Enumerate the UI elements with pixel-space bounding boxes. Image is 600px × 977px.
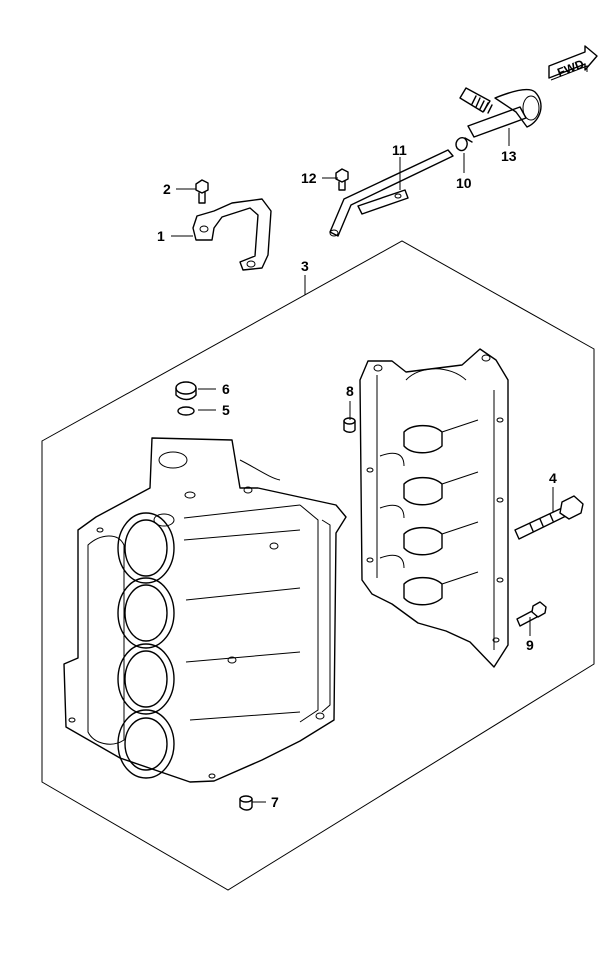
callout-4: 4 [549,470,557,486]
fwd-label: FWD [555,57,586,80]
callout-labels: 1 2 3 4 5 6 7 8 9 10 11 12 13 [157,142,557,810]
short-bolt-part-9 [516,601,547,627]
bracket-part [192,198,272,271]
callout-10: 10 [456,175,472,191]
callout-11: 11 [392,142,407,158]
o-ring-part-5 [177,406,195,416]
callout-5: 5 [222,402,230,418]
callout-8: 8 [346,383,354,399]
fwd-direction-badge: FWD [548,45,598,81]
callout-3: 3 [301,258,309,274]
dowel-pin-part-8 [343,417,356,433]
callout-2: 2 [163,181,171,197]
callout-9: 9 [526,637,534,653]
callout-1: 1 [157,228,165,244]
callout-13: 13 [501,148,517,164]
leader-lines [171,128,554,803]
assembly-boundary [41,240,595,891]
bolt-part-2 [195,179,209,204]
tube-part-11 [329,149,454,237]
cylinder-block [63,437,347,783]
callout-12: 12 [301,170,317,186]
plug-part-6 [175,381,197,401]
clip-part-10 [455,137,473,152]
crankcase [359,348,509,668]
hose-part-13 [459,87,542,138]
long-bolt-part-4 [514,495,584,540]
bolt-part-12 [335,168,349,191]
callout-7: 7 [271,794,279,810]
callout-6: 6 [222,381,230,397]
plug-part-7 [239,795,253,811]
